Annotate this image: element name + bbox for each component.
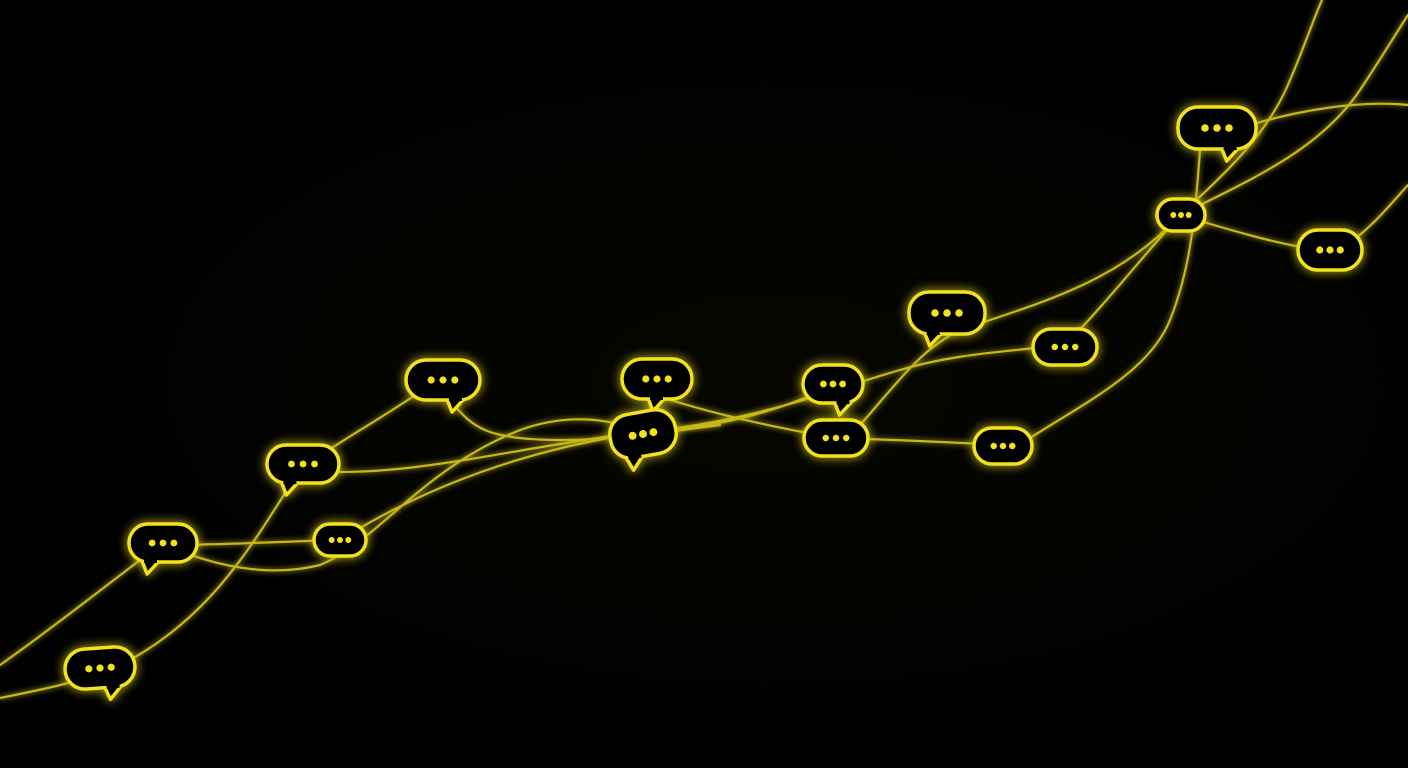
ellipsis-dot (107, 663, 115, 671)
ellipsis-dot (328, 537, 335, 543)
ellipsis-dot (299, 460, 307, 468)
connection-line (1178, 13, 1408, 217)
connection-line (438, 388, 722, 442)
ellipsis-dot (642, 375, 650, 383)
ellipsis-dot (1316, 246, 1324, 254)
ellipsis-dot (1009, 442, 1016, 450)
ellipsis-dot (839, 380, 847, 388)
ellipsis-dot (1170, 212, 1177, 218)
ellipsis-dot (1213, 124, 1221, 132)
speech-bubble-icon (404, 358, 482, 414)
ellipsis-dot (427, 376, 435, 384)
connection-line (858, 213, 1182, 427)
ellipsis-dot (1061, 343, 1069, 351)
ellipsis-dot (288, 460, 295, 468)
connection-line (1178, 0, 1324, 217)
ellipsis-dot (96, 664, 104, 672)
ellipsis-dot (999, 442, 1007, 450)
ellipsis-dot (1051, 343, 1058, 351)
ellipsis-dot (943, 309, 951, 317)
ellipsis-dot (819, 380, 827, 388)
ellipsis-dot (1178, 212, 1184, 218)
ellipsis-dot (1225, 124, 1233, 132)
ellipsis-dot (639, 430, 647, 438)
ellipsis-dot (829, 380, 837, 388)
connection-line (0, 543, 162, 667)
ellipsis-dot (653, 375, 661, 383)
ellipsis-dot (159, 539, 167, 547)
ellipsis-dot (337, 537, 343, 543)
ellipsis-dot (451, 376, 459, 384)
speech-bubble-icon (312, 522, 368, 558)
speech-bubble-icon (620, 357, 694, 413)
ellipsis-dot (664, 375, 672, 383)
connection-lines (0, 0, 1408, 700)
ellipsis-dot (1326, 246, 1334, 254)
speech-bubble-icon (907, 290, 987, 348)
speech-bubble-icon (972, 426, 1034, 466)
connection-line (338, 430, 647, 542)
speech-bubble-icon (63, 645, 137, 702)
ellipsis-dot (832, 434, 840, 442)
ellipsis-dot (148, 539, 156, 547)
ellipsis-dot (931, 309, 939, 317)
ellipsis-dot (311, 460, 318, 468)
speech-bubble-nodes (63, 105, 1364, 702)
connection-line (1028, 148, 1202, 440)
ellipsis-dot (822, 434, 829, 442)
speech-bubble-icon (1296, 228, 1364, 272)
ellipsis-dot (628, 431, 637, 440)
speech-bubble-icon (608, 408, 678, 472)
speech-bubble-icon (802, 418, 870, 458)
connection-line (1063, 213, 1182, 347)
connection-line (298, 430, 642, 474)
speech-bubble-icon (1176, 105, 1258, 163)
ellipsis-dot (1072, 343, 1079, 351)
ellipsis-dot (170, 539, 178, 547)
ellipsis-dot (843, 434, 850, 442)
ellipsis-dot (1201, 124, 1209, 132)
ellipsis-dot (85, 665, 93, 673)
ellipsis-dot (1336, 246, 1344, 254)
ellipsis-dot (649, 428, 658, 437)
ellipsis-dot (955, 309, 963, 317)
ellipsis-dot (439, 376, 447, 384)
ellipsis-dot (345, 537, 352, 543)
connection-line (1248, 102, 1408, 127)
speech-bubble-icon (1031, 327, 1099, 367)
connection-line (643, 346, 1037, 434)
speech-bubble-icon (265, 443, 341, 497)
speech-bubble-icon (801, 363, 865, 417)
ellipsis-dot (990, 442, 997, 450)
speech-bubble-icon (1155, 197, 1207, 233)
speech-bubble-icon (127, 522, 199, 576)
ellipsis-dot (1185, 212, 1192, 218)
